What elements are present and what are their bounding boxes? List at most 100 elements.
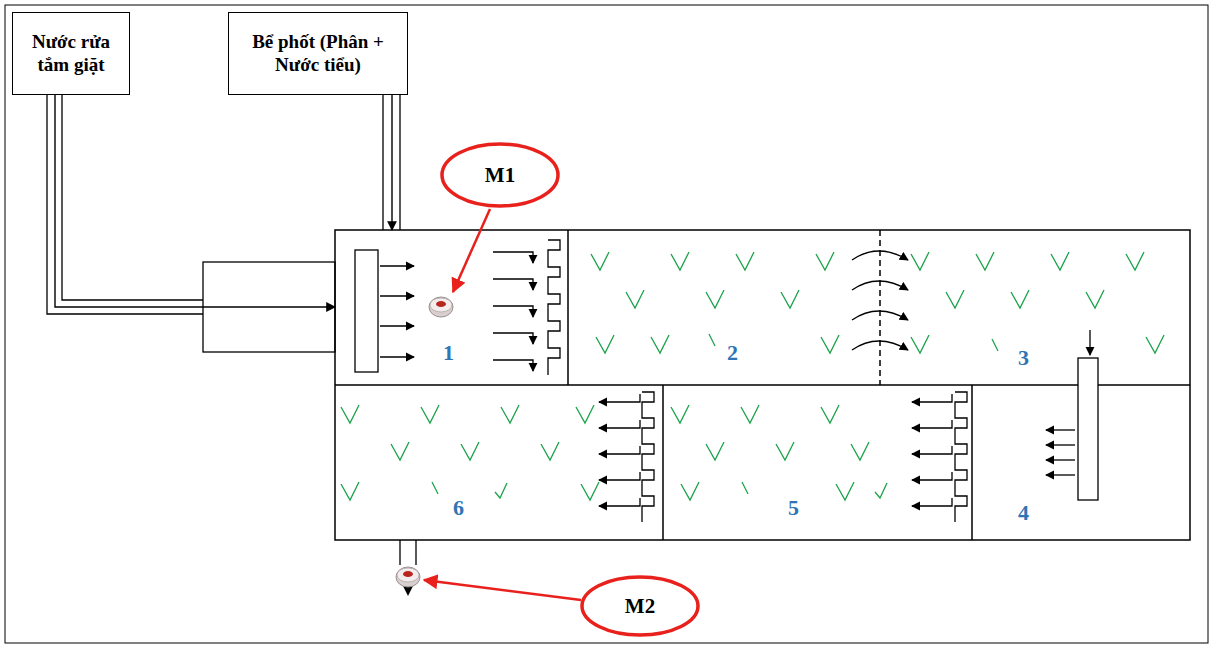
septic-pipe	[383, 95, 400, 230]
flow-arrow	[1046, 474, 1075, 475]
flow-arrow	[912, 446, 952, 454]
plant-mark	[992, 339, 998, 351]
baffle	[548, 240, 560, 375]
compartment: 4	[972, 385, 1190, 540]
overflow-pipe	[1078, 358, 1098, 500]
porous-wall	[879, 230, 881, 385]
compartment-number: 6	[453, 495, 464, 521]
plant-mark	[706, 442, 724, 460]
flow-arrow	[912, 498, 952, 506]
plant-mark	[781, 290, 799, 308]
compartment-number: 2	[727, 340, 738, 366]
compartment: 5	[663, 385, 972, 540]
plant-mark	[946, 290, 964, 308]
plant-mark	[1051, 252, 1069, 270]
plant-mark	[541, 442, 559, 460]
distributor	[355, 250, 378, 372]
ellipse-outline	[582, 577, 698, 635]
flow-connector	[391, 95, 392, 230]
compartment-number: 3	[1018, 345, 1029, 371]
plant-mark	[432, 482, 438, 494]
flow-arrow	[380, 356, 414, 357]
leader-line	[424, 580, 581, 600]
plant-mark	[501, 405, 519, 423]
callout-label: M2	[625, 594, 655, 619]
plant-mark	[681, 482, 699, 500]
flow-arrows	[380, 251, 1090, 506]
baffle	[955, 392, 967, 522]
flow-arrow	[912, 420, 952, 428]
plant-mark	[1011, 290, 1029, 308]
sample-icon	[396, 567, 420, 587]
flow-arrow	[380, 325, 414, 326]
plant-mark	[671, 405, 689, 423]
plant-mark	[736, 252, 754, 270]
plant-mark	[816, 252, 834, 270]
plant-mark	[742, 482, 748, 494]
flow-arrow	[912, 394, 952, 402]
flow-arrow	[1046, 459, 1075, 460]
callout-ellipse: M2	[580, 575, 700, 637]
plants	[341, 252, 1164, 500]
box-label: Bể phốt (Phân + Nước tiểu)	[233, 31, 403, 77]
plant-mark	[776, 442, 794, 460]
tank-walls	[335, 230, 1190, 540]
plant-mark	[911, 335, 929, 353]
plant-mark	[821, 405, 839, 423]
flow-arrow	[599, 420, 640, 428]
leader-line	[453, 209, 490, 292]
compartment-number: 4	[1018, 500, 1029, 526]
callout-ellipse: M1	[440, 142, 560, 208]
plant-mark	[706, 290, 724, 308]
frame	[5, 5, 1208, 643]
ellipse-outline	[442, 144, 558, 206]
compartment: 1	[335, 230, 568, 385]
compartment-number: 5	[788, 495, 799, 521]
compartment-number: 1	[443, 340, 454, 366]
baffle	[642, 392, 654, 522]
plant-mark	[911, 252, 929, 270]
flow-arrow	[912, 472, 952, 480]
flow-arrow	[852, 251, 908, 260]
flow-arrow	[380, 295, 414, 296]
outlet-pipe	[400, 540, 416, 565]
flow-arrow	[1089, 330, 1090, 355]
plant-mark	[851, 442, 869, 460]
plant-mark	[495, 483, 507, 498]
plant-mark	[875, 483, 887, 498]
source-box: Bể phốt (Phân + Nước tiểu)	[228, 12, 408, 95]
plant-mark	[341, 405, 359, 423]
plant-mark	[821, 335, 839, 353]
flow-connector	[55, 95, 335, 307]
flow-arrow	[380, 265, 414, 266]
compartment: 2	[568, 230, 880, 385]
plant-mark	[1146, 335, 1164, 353]
flow-arrow	[852, 341, 908, 350]
plant-mark	[836, 482, 854, 500]
compartment: 6	[335, 385, 663, 540]
sample-icon	[429, 297, 453, 317]
flow-arrow	[599, 498, 640, 506]
wash-pipe	[47, 95, 203, 314]
flow-arrow	[1046, 444, 1075, 445]
plant-mark	[596, 335, 614, 353]
flow-arrow	[852, 311, 908, 320]
flow-arrow	[599, 472, 640, 480]
plant-mark	[391, 442, 409, 460]
flow-arrow	[1046, 429, 1075, 430]
flow-arrow	[493, 306, 533, 317]
flow-arrow	[852, 281, 908, 290]
plant-mark	[341, 482, 359, 500]
flow-arrow	[493, 360, 533, 371]
plant-mark	[1086, 290, 1104, 308]
flow-arrow	[493, 279, 533, 290]
flow-arrow	[493, 333, 533, 344]
plant-mark	[976, 252, 994, 270]
plant-mark	[626, 290, 644, 308]
plant-mark	[651, 335, 669, 353]
flow-arrow	[599, 446, 640, 454]
tank-outline	[335, 230, 1190, 540]
